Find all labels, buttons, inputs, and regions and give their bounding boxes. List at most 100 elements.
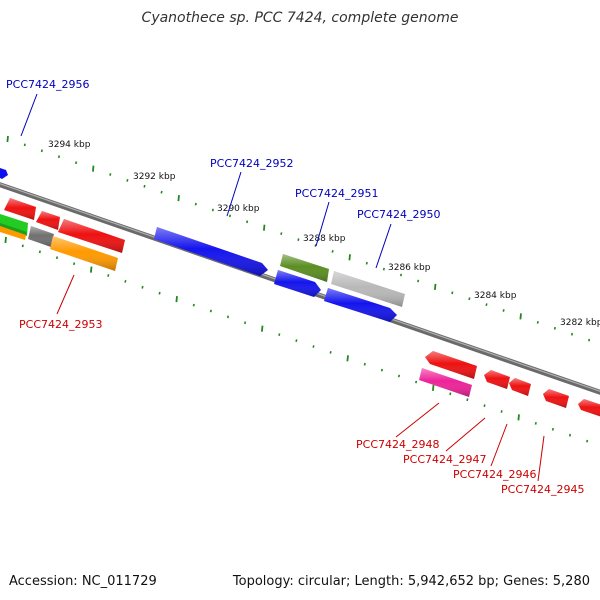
ruler-label: 3284 kbp <box>474 291 517 301</box>
ruler-label: 3294 kbp <box>48 140 91 150</box>
ruler-tick <box>432 384 435 391</box>
ruler-tick <box>124 280 127 283</box>
ruler-tick <box>536 321 539 324</box>
ruler-tick <box>517 414 520 421</box>
gene-feature[interactable] <box>509 378 531 396</box>
gene-feature[interactable] <box>484 370 510 389</box>
ruler-tick <box>586 439 589 443</box>
ruler-tick <box>194 202 197 206</box>
gene-feature[interactable] <box>36 211 60 230</box>
gene-feature[interactable] <box>4 198 36 220</box>
accession-text: Accession: NC_011729 <box>9 574 157 589</box>
gene-feature[interactable] <box>0 226 26 240</box>
ruler-tick <box>4 236 7 244</box>
ruler-tick <box>107 274 110 277</box>
ruler-label: 3290 kbp <box>217 204 260 214</box>
gene-label[interactable]: PCC7424_2952 <box>210 157 293 170</box>
gene-label[interactable]: PCC7424_2950 <box>357 208 440 221</box>
gene-labels: PCC7424_2956 PCC7424_2952 PCC7424_2951 P… <box>6 78 584 496</box>
ruler-tick <box>192 303 195 307</box>
ruler-tick <box>158 291 161 295</box>
ruler-tick <box>126 179 129 182</box>
ruler-tick <box>314 244 317 247</box>
ruler-tick <box>466 398 469 402</box>
ruler-tick <box>21 244 24 248</box>
ruler-tick <box>451 291 454 295</box>
ruler-label: 3292 kbp <box>133 172 176 182</box>
gene-feature[interactable] <box>324 288 397 322</box>
ruler-tick <box>177 195 180 202</box>
ruler-tick <box>23 143 26 147</box>
label-leaders <box>20 93 545 482</box>
ruler-tick <box>226 315 230 319</box>
gene-label[interactable]: PCC7424_2953 <box>19 318 102 331</box>
ruler-tick <box>244 321 247 325</box>
ruler-tick <box>485 303 488 306</box>
ruler-tick <box>551 427 554 431</box>
gene-label[interactable]: PCC7424_2956 <box>6 78 89 91</box>
ruler-tick <box>141 285 144 289</box>
ruler-tick <box>280 232 283 235</box>
inner-ruler-ticks <box>4 236 589 443</box>
ruler-tick <box>209 309 212 313</box>
gene-feature[interactable] <box>154 227 268 276</box>
gene-label[interactable]: PCC7424_2945 <box>501 483 584 496</box>
ruler-tick <box>143 184 146 188</box>
ruler-tick <box>40 149 43 153</box>
ruler-tick <box>500 410 503 413</box>
ruler-tick <box>175 296 178 303</box>
ruler-tick <box>519 313 522 320</box>
ruler-tick <box>397 374 401 378</box>
ruler-tick <box>365 261 368 265</box>
ruler-tick <box>363 362 366 366</box>
ruler-label: 3288 kbp <box>303 234 346 244</box>
ruler-tick <box>417 279 420 283</box>
gene-label[interactable]: PCC7424_2948 <box>356 438 439 451</box>
ruler-tick <box>90 266 93 273</box>
map-title: Cyanothece sp. PCC 7424, complete genome <box>141 10 459 26</box>
gene-label[interactable]: PCC7424_2951 <box>295 187 378 200</box>
gene-feature[interactable] <box>50 236 118 271</box>
gene-feature[interactable] <box>0 223 27 236</box>
gene-feature[interactable] <box>543 389 569 408</box>
ruler-tick <box>92 165 95 172</box>
ruler-tick <box>331 250 334 253</box>
gene-feature[interactable] <box>0 168 8 179</box>
gene-label[interactable]: PCC7424_2946 <box>453 468 536 481</box>
ruler-tick <box>278 333 281 336</box>
ruler-tick <box>228 214 232 218</box>
ruler-tick <box>553 326 556 330</box>
gene-feature[interactable] <box>274 270 321 297</box>
ruler-tick <box>468 297 471 301</box>
ruler-tick <box>55 256 59 260</box>
ruler-tick <box>588 338 591 342</box>
gene-feature[interactable] <box>280 254 329 282</box>
ruler-tick <box>312 345 315 348</box>
ruler-tick <box>380 368 383 372</box>
ruler-tick <box>399 273 403 277</box>
gene-feature[interactable] <box>331 271 405 307</box>
ruler-tick <box>73 262 76 266</box>
ruler-label: 3286 kbp <box>388 263 431 273</box>
gene-feature[interactable] <box>425 351 477 379</box>
gene-label[interactable]: PCC7424_2947 <box>403 453 486 466</box>
forward-genes <box>0 168 405 322</box>
ruler-tick <box>449 392 452 396</box>
gene-feature[interactable] <box>578 399 600 418</box>
ruler-tick <box>297 238 300 241</box>
outer-ruler-ticks <box>6 135 591 342</box>
ruler-tick <box>57 155 61 159</box>
ruler-tick <box>329 351 332 354</box>
ruler-tick <box>38 250 41 254</box>
ruler-tick <box>534 422 537 425</box>
gene-feature[interactable] <box>58 219 125 253</box>
gene-feature[interactable] <box>419 368 472 397</box>
ruler-tick <box>415 380 418 384</box>
ruler-tick <box>160 190 163 194</box>
ruler-tick <box>75 161 78 165</box>
gene-feature[interactable] <box>28 226 54 247</box>
ruler-tick <box>348 254 351 261</box>
ruler-tick <box>382 267 385 271</box>
ruler-tick <box>6 135 9 143</box>
